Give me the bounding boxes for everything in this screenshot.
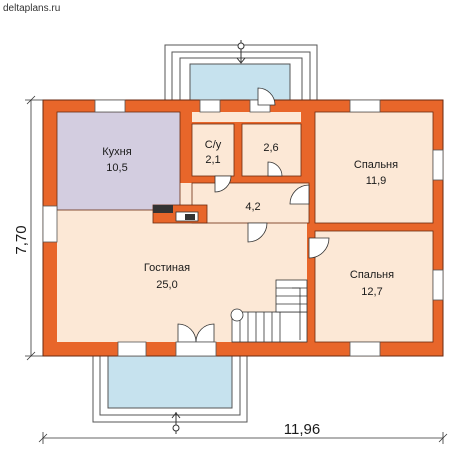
storage-area: 2,6: [263, 142, 278, 154]
vestibule-floor: [192, 112, 301, 122]
living-floor-ext: [180, 183, 192, 210]
hall-area: 4,2: [245, 201, 260, 213]
living-area: 25,0: [156, 279, 177, 291]
width-dimension-line: [38, 432, 448, 444]
site-watermark: deltaplans.ru: [3, 3, 60, 14]
bedroom1-name: Спальня: [354, 159, 398, 171]
wc-area: 2,1: [205, 154, 220, 166]
height-dimension: 7,70: [13, 225, 30, 254]
bottom-porch: [92, 351, 248, 434]
bedroom1-floor: [315, 112, 433, 223]
windows: [42, 99, 444, 357]
bedroom2-area: 12,7: [361, 286, 382, 298]
entrance-gap: [175, 341, 217, 357]
staircase: [230, 279, 308, 343]
living-name: Гостиная: [144, 262, 190, 274]
height-dimension-line: [25, 95, 43, 361]
bedroom1-area: 11,9: [366, 175, 387, 187]
bedroom2-name: Спальня: [350, 269, 394, 281]
stove: [152, 204, 208, 224]
top-porch: [164, 40, 318, 107]
wc-name: С/у: [205, 139, 222, 151]
kitchen-area: 10,5: [106, 162, 127, 174]
width-dimension: 11,96: [284, 421, 320, 438]
bedroom2-floor: [315, 231, 433, 342]
kitchen-name: Кухня: [102, 146, 131, 158]
kitchen-floor: [57, 112, 180, 210]
wc-floor: [192, 124, 234, 176]
doors: [177, 87, 330, 343]
